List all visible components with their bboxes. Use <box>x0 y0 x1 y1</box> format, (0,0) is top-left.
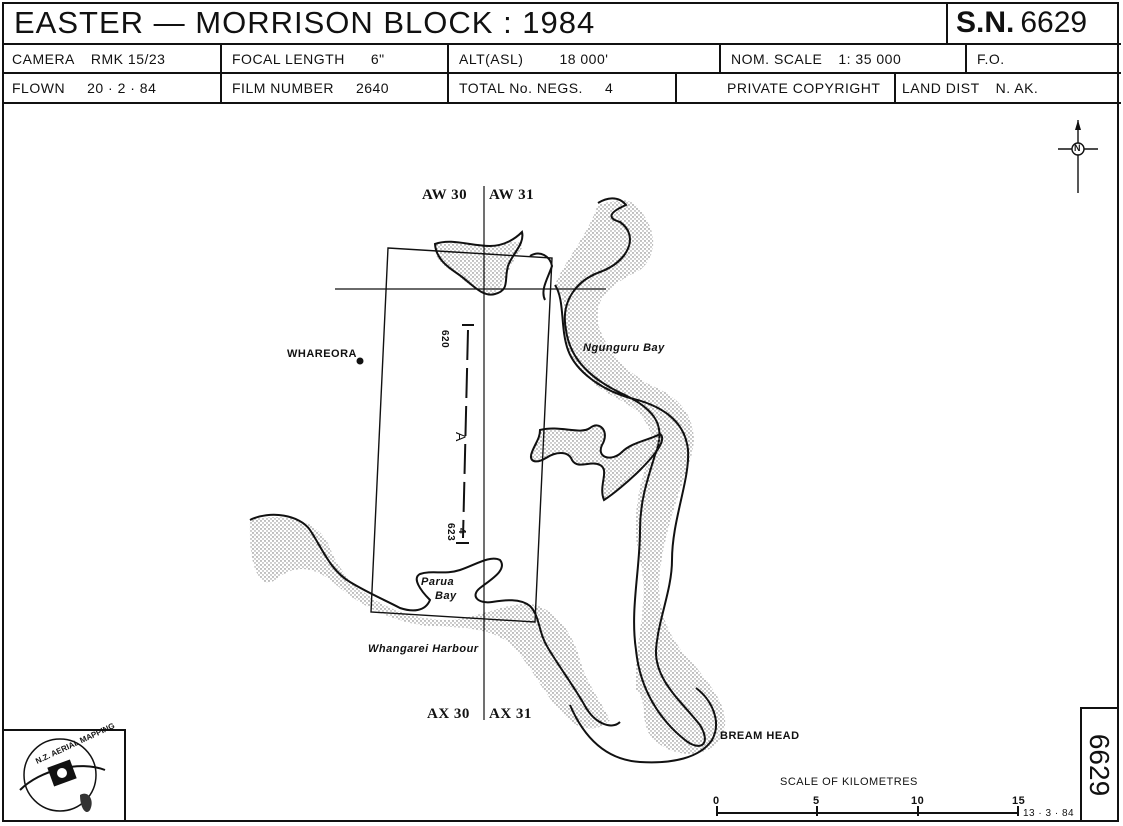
film-label: FILM NUMBER <box>232 80 334 96</box>
coastline-peninsula <box>569 687 717 764</box>
place-parua: Parua <box>421 576 455 588</box>
coast-shading-north <box>434 241 522 294</box>
scale-bar-graphic <box>716 806 1019 816</box>
scale-tick-5: 5 <box>813 795 820 807</box>
sheet-number-box: S.N. 6629 <box>946 2 1121 43</box>
place-bream-head: BREAM HEAD <box>720 730 800 742</box>
north-label: N <box>1074 143 1081 153</box>
scale-value: 1: 35 000 <box>838 50 902 67</box>
copyright-cell: PRIVATE COPYRIGHT <box>675 74 894 102</box>
sheet-title: EASTER — MORRISON BLOCK : 1984 <box>14 4 596 40</box>
place-whareora: WHAREORA <box>287 348 357 360</box>
sheet-number-box-bottom <box>1080 707 1117 820</box>
sheet-number-rotated: 6629 <box>1084 733 1115 797</box>
place-whangarei-harbour: Whangarei Harbour <box>368 643 479 655</box>
sn-number: 6629 <box>1020 5 1088 39</box>
scale-bar-title: SCALE OF KILOMETRES <box>780 776 918 788</box>
north-arrow <box>1058 120 1098 193</box>
strip-label: A <box>453 432 469 442</box>
land-cell: LAND DIST N. AK. <box>894 74 1121 102</box>
alt-cell: ALT(ASL) 18 000' <box>447 45 719 72</box>
camera-value: RMK 15/23 <box>90 50 166 67</box>
photo-coverage-rectangle <box>370 247 553 623</box>
scale-label: NOM. SCALE <box>731 50 823 67</box>
place-parua-bay: Bay <box>435 590 457 602</box>
logo-box: N.Z. AERIAL MAPPING <box>4 721 126 822</box>
flown-value: 20 · 2 · 84 <box>87 80 157 96</box>
film-cell: FILM NUMBER 2640 <box>220 74 447 102</box>
land-value: N. AK. <box>995 80 1039 96</box>
coast-shading-east <box>555 200 726 754</box>
title-row: EASTER — MORRISON BLOCK : 1984 S.N. 6629 <box>2 2 1121 45</box>
whareora-point <box>356 357 364 365</box>
place-ngunguru-bay: Ngunguru Bay <box>583 342 665 354</box>
flight-line <box>462 329 469 539</box>
frame-count: 4 <box>456 528 467 535</box>
negs-value: 4 <box>604 80 614 96</box>
scale-date: 13 · 3 · 84 <box>1023 808 1075 819</box>
alt-label: ALT(ASL) <box>459 50 524 67</box>
grid-label-aw30: AW 30 <box>422 187 468 203</box>
flown-cell: FLOWN 20 · 2 · 84 <box>2 74 220 102</box>
camera-label: CAMERA <box>12 50 75 67</box>
focal-label: FOCAL LENGTH <box>232 50 345 67</box>
film-value: 2640 <box>355 80 390 96</box>
fo-label: F.O. <box>977 50 1005 67</box>
scale-tick-0: 0 <box>713 795 720 807</box>
coastline-inlets <box>530 424 663 502</box>
metadata-row-1: CAMERA RMK 15/23 FOCAL LENGTH 6" ALT(ASL… <box>2 45 1121 74</box>
logo-emblem <box>19 738 106 813</box>
land-label: LAND DIST <box>902 80 980 96</box>
negs-label: TOTAL No. NEGS. <box>459 80 583 96</box>
frame-end-number: 623 <box>445 523 456 542</box>
flown-label: FLOWN <box>12 80 66 96</box>
coast-shading-harbour <box>249 517 611 729</box>
scale-tick-10: 10 <box>911 795 925 807</box>
fo-cell: F.O. <box>965 45 1121 72</box>
scale-tick-15: 15 <box>1012 795 1026 807</box>
frame-start-number: 620 <box>439 330 450 349</box>
copyright-text: PRIVATE COPYRIGHT <box>727 80 881 96</box>
metadata-row-2: FLOWN 20 · 2 · 84 FILM NUMBER 2640 TOTAL… <box>2 74 1121 104</box>
scale-cell: NOM. SCALE 1: 35 000 <box>719 45 965 72</box>
camera-cell: CAMERA RMK 15/23 <box>2 45 220 72</box>
coastline-harbour <box>249 513 621 727</box>
alt-value: 18 000' <box>559 50 609 67</box>
grid-label-ax31: AX 31 <box>489 706 532 722</box>
focal-cell: FOCAL LENGTH 6" <box>220 45 447 72</box>
sn-prefix: S.N. <box>956 5 1015 39</box>
negs-cell: TOTAL No. NEGS. 4 <box>447 74 675 102</box>
coastline-east <box>554 197 706 747</box>
grid-label-aw31: AW 31 <box>489 187 535 203</box>
grid-label-ax30: AX 30 <box>427 706 470 722</box>
focal-value: 6" <box>370 50 385 67</box>
